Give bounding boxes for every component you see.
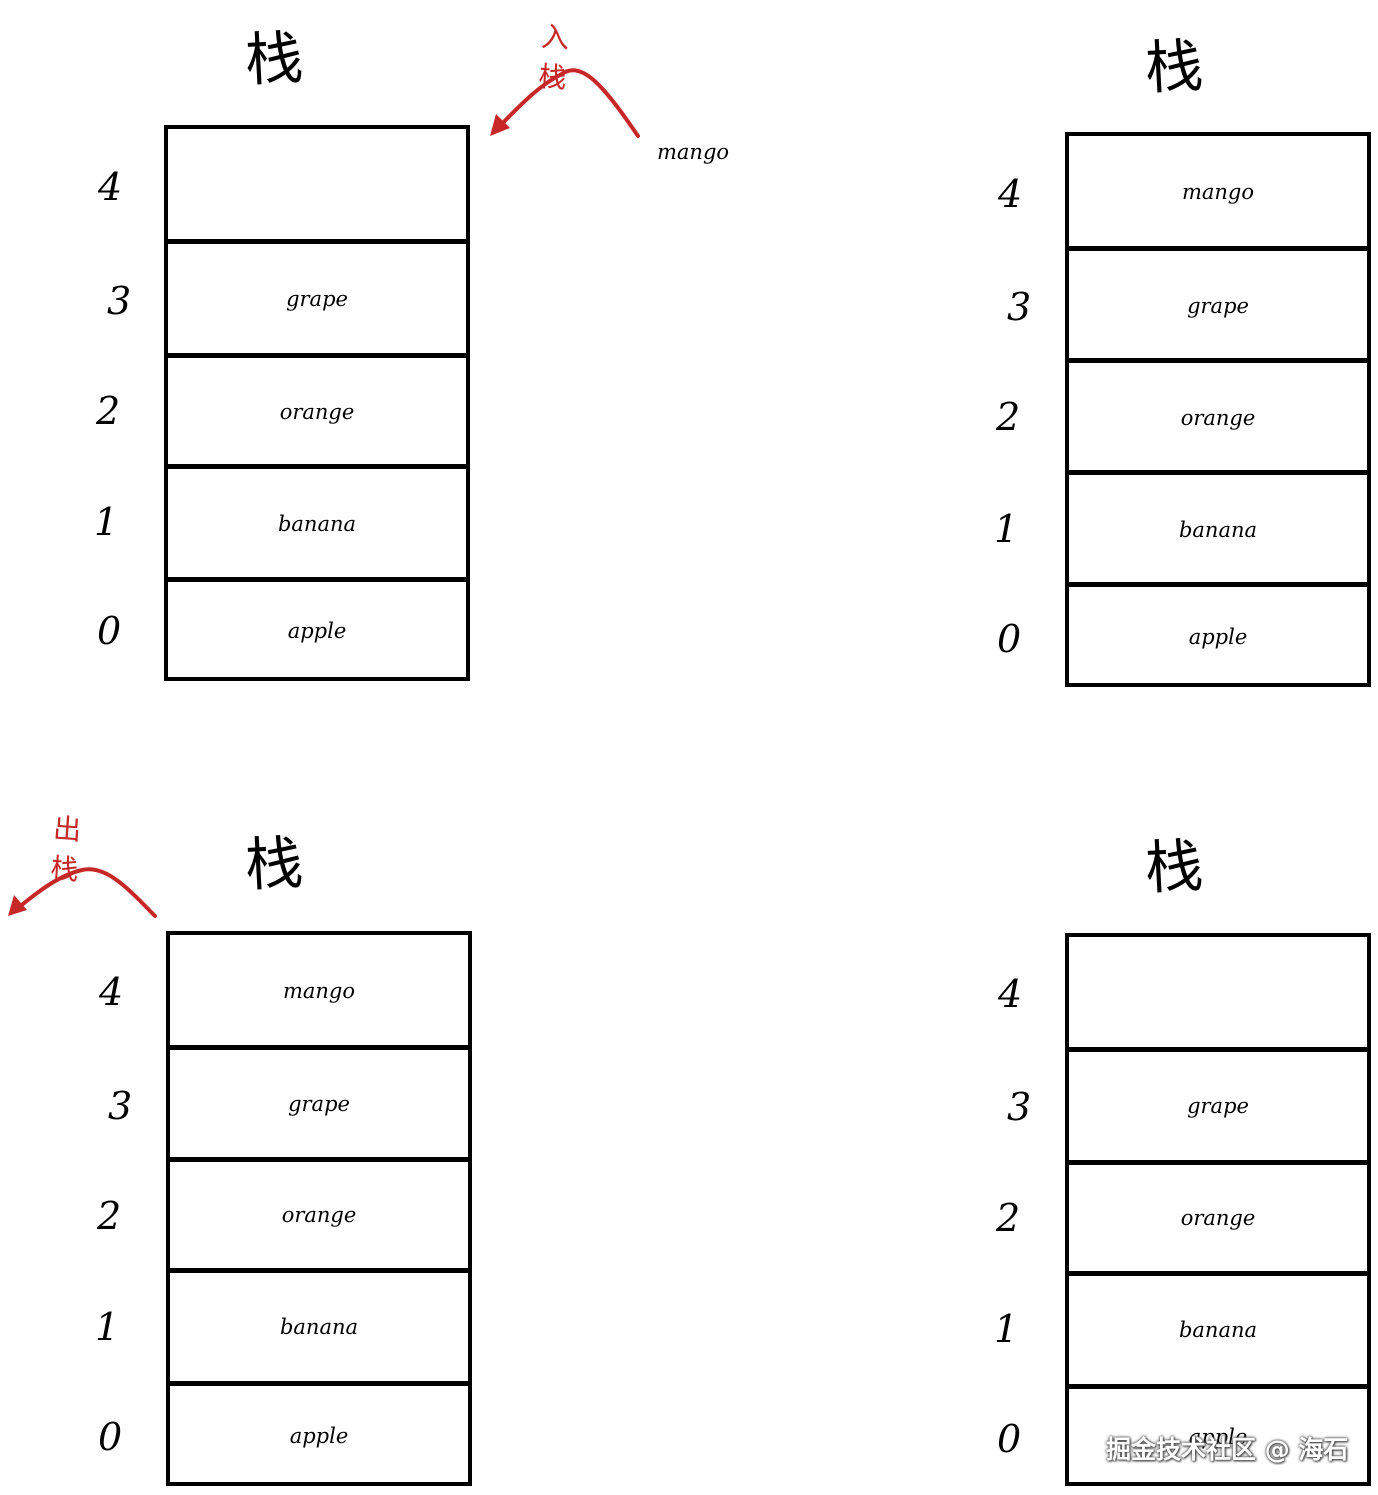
slot-3: grape [286, 287, 348, 311]
index-label: 0 [997, 617, 1022, 661]
slot-1: banana [1178, 518, 1258, 542]
watermark: 掘金技术社区 @ 海石 [1106, 1435, 1349, 1464]
stack-box: mango grape orange banana apple [166, 931, 472, 1486]
slot-divider [164, 353, 470, 358]
slot-divider [166, 1268, 472, 1273]
index-label: 4 [98, 165, 123, 209]
index-label: 3 [1007, 285, 1032, 329]
slot-divider [1065, 1160, 1371, 1165]
slot-divider [164, 464, 470, 469]
slot-divider [1065, 358, 1371, 363]
slot-divider [1065, 1384, 1371, 1389]
index-label: 3 [107, 279, 132, 323]
slot-divider [1065, 246, 1371, 251]
slot-0: apple [287, 619, 347, 643]
stack-box: grape orange banana apple [1065, 933, 1371, 1486]
slot-divider [1065, 582, 1371, 587]
index-label: 0 [97, 609, 122, 653]
stack-box: grape orange banana apple [164, 125, 470, 681]
incoming-item: mango [657, 140, 730, 164]
stack-title: 栈 [1143, 831, 1205, 903]
slot-divider [164, 239, 470, 244]
index-label: 0 [997, 1417, 1022, 1461]
index-label: 3 [108, 1084, 133, 1128]
slot-divider [166, 1157, 472, 1162]
slot-0: apple [1188, 624, 1248, 649]
slot-3: grape [288, 1092, 350, 1116]
index-label: 0 [98, 1415, 123, 1459]
slot-4: mango [1181, 180, 1255, 204]
slot-3: grape [1187, 1094, 1249, 1118]
index-label: 4 [998, 172, 1023, 216]
slot-1: banana [1178, 1318, 1258, 1342]
stack-title: 栈 [243, 828, 305, 900]
slot-divider [166, 1045, 472, 1050]
slot-divider [166, 1381, 472, 1386]
slot-1: banana [279, 1315, 359, 1339]
index-label: 2 [96, 389, 121, 433]
slot-divider [164, 577, 470, 582]
index-label: 1 [95, 1305, 120, 1349]
stack-box: mango grape orange banana apple [1065, 132, 1371, 687]
index-label: 1 [94, 500, 119, 544]
index-label: 2 [996, 1196, 1021, 1240]
slot-0: apple [289, 1423, 349, 1448]
stack-title: 栈 [1143, 31, 1205, 103]
slot-divider [1065, 470, 1371, 475]
index-label: 1 [994, 1307, 1019, 1351]
pop-arrow-icon [8, 867, 157, 918]
index-label: 2 [996, 395, 1021, 439]
slot-2: orange [1180, 1206, 1256, 1230]
index-label: 1 [994, 507, 1019, 551]
slot-4 [1069, 937, 1367, 1049]
index-label: 4 [998, 972, 1023, 1016]
slot-1: banana [277, 512, 357, 536]
slot-2: orange [279, 400, 355, 424]
slot-2: orange [1180, 406, 1256, 430]
index-label: 2 [97, 1194, 122, 1238]
slot-0: apple [1188, 1425, 1248, 1449]
slot-divider [1065, 1271, 1371, 1276]
slot-divider [1065, 1047, 1371, 1052]
slot-2: orange [281, 1203, 357, 1227]
index-label: 3 [1007, 1085, 1032, 1129]
index-label: 4 [99, 970, 124, 1014]
slot-3: grape [1187, 294, 1249, 318]
slot-4: mango [282, 979, 356, 1003]
push-arrow-icon [490, 68, 640, 138]
